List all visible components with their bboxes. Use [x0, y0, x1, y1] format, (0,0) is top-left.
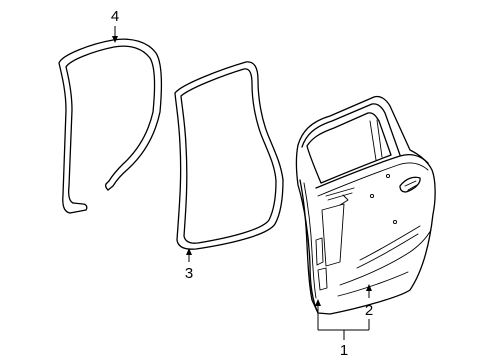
arrow-head-2 — [366, 284, 372, 291]
rear-door-shell — [295, 95, 436, 315]
callout-4: 4 — [111, 8, 119, 25]
arrow-head-1a — [315, 299, 321, 306]
weatherstrip-outer-seal — [58, 38, 163, 214]
weatherstrip-door-seal — [174, 61, 284, 250]
leader-lines — [112, 26, 372, 340]
callout-1: 1 — [340, 342, 348, 359]
callout-2: 2 — [365, 302, 373, 319]
callout-3: 3 — [185, 265, 193, 282]
arrow-head-4 — [112, 36, 118, 43]
arrow-head-3 — [186, 248, 192, 255]
